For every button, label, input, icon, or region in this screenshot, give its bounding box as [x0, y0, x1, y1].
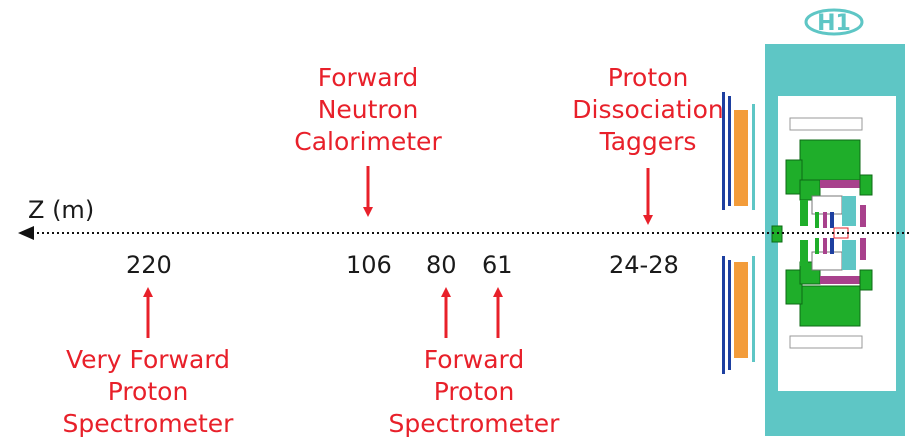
- h1-logo: H1: [804, 8, 864, 36]
- vfps-line-3: Spectrometer: [62, 409, 234, 438]
- calorimeter-upper: [785, 139, 873, 228]
- label-forward-neutron-calorimeter: Forward Neutron Calorimeter: [284, 62, 452, 158]
- label-forward-proton-spectrometer: Forward Proton Spectrometer: [376, 344, 572, 440]
- h1-logo-text: H1: [817, 11, 851, 36]
- top-chamber: [789, 117, 863, 131]
- label-very-forward-proton-spectrometer: Very Forward Proton Spectrometer: [52, 344, 244, 440]
- forward-muon-system: [722, 92, 755, 374]
- fps-line-3: Spectrometer: [388, 409, 560, 438]
- fps-line-2: Proton: [433, 377, 515, 406]
- position-220: 220: [126, 251, 172, 279]
- calorimeter-lower: [785, 238, 873, 327]
- position-61: 61: [482, 251, 513, 279]
- bottom-chamber: [789, 335, 863, 349]
- position-106: 106: [346, 251, 392, 279]
- z-axis-arrowhead: [18, 226, 34, 240]
- pdt-line-1: Proton: [607, 63, 689, 92]
- fnc-line-1: Forward: [317, 63, 419, 92]
- vfps-line-2: Proton: [107, 377, 189, 406]
- vfps-line-1: Very Forward: [65, 345, 231, 374]
- label-proton-dissociation-taggers: Proton Dissociation Taggers: [562, 62, 734, 158]
- axis-title: Z (m): [28, 196, 95, 224]
- fnc-line-2: Neutron: [317, 95, 419, 124]
- interaction-point: [833, 227, 849, 239]
- position-24-28: 24-28: [609, 251, 679, 279]
- pdt-line-3: Taggers: [599, 127, 697, 156]
- pdt-line-2: Dissociation: [572, 95, 724, 124]
- fnc-line-3: Calorimeter: [294, 127, 442, 156]
- position-80: 80: [426, 251, 457, 279]
- fps-line-1: Forward: [423, 345, 525, 374]
